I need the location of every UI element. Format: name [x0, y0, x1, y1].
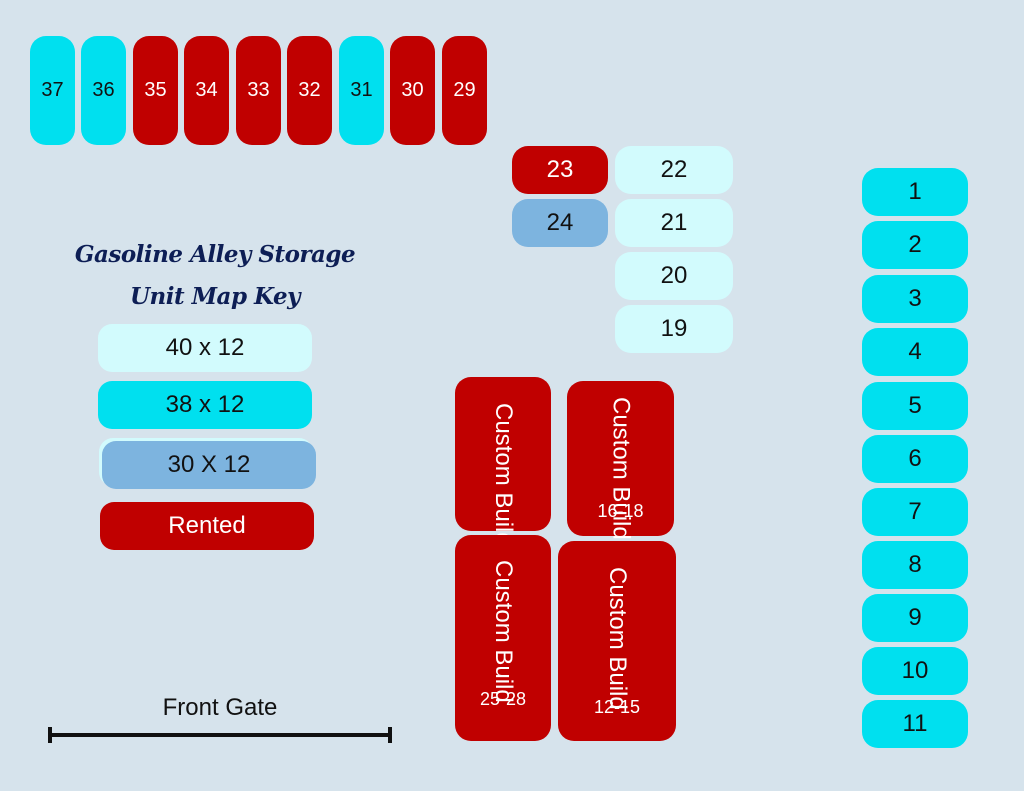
unit-35[interactable]: 35	[133, 36, 178, 145]
unit-20[interactable]: 20	[615, 252, 733, 300]
key-rented: Rented	[100, 502, 314, 550]
unit-9[interactable]: 9	[862, 594, 968, 642]
unit-23[interactable]: 23	[512, 146, 608, 194]
unit-7[interactable]: 7	[862, 488, 968, 536]
custom-build-12-15[interactable]: Custom Build 12-15	[558, 541, 676, 741]
unit-6[interactable]: 6	[862, 435, 968, 483]
unit-37[interactable]: 37	[30, 36, 75, 145]
unit-21[interactable]: 21	[615, 199, 733, 247]
unit-3[interactable]: 3	[862, 275, 968, 323]
custom-build-label: Custom Build	[604, 567, 631, 710]
unit-1[interactable]: 1	[862, 168, 968, 216]
custom-build-range: 12-15	[593, 697, 641, 717]
unit-30[interactable]: 30	[390, 36, 435, 145]
unit-5[interactable]: 5	[862, 382, 968, 430]
gate-right-tick	[388, 727, 392, 743]
unit-32[interactable]: 32	[287, 36, 332, 145]
front-gate-line	[48, 727, 392, 743]
map-title-line2: Unit Map Key	[129, 283, 301, 310]
unit-11[interactable]: 11	[862, 700, 968, 748]
unit-24[interactable]: 24	[512, 199, 608, 247]
map-title-line1: Gasoline Alley Storage	[74, 241, 356, 268]
unit-33[interactable]: 33	[236, 36, 281, 145]
custom-build-25-28[interactable]: Custom Build 25-28	[455, 535, 551, 741]
custom-build-label: Custom Build	[490, 560, 517, 703]
unit-2[interactable]: 2	[862, 221, 968, 269]
unit-22[interactable]: 22	[615, 146, 733, 194]
custom-build-range: 25-28	[479, 689, 527, 709]
unit-10[interactable]: 10	[862, 647, 968, 695]
unit-19[interactable]: 19	[615, 305, 733, 353]
key-38x12: 38 x 12	[98, 381, 312, 429]
front-gate-label: Front Gate	[162, 694, 278, 721]
custom-build-16-18[interactable]: Custom Build 16-18	[567, 381, 674, 540]
unit-34[interactable]: 34	[184, 36, 229, 145]
custom-build-1[interactable]: Custom Build	[455, 377, 551, 546]
gate-left-tick	[48, 727, 52, 743]
unit-4[interactable]: 4	[862, 328, 968, 376]
custom-build-range: 16-18	[597, 501, 644, 521]
custom-build-label: Custom Build	[607, 397, 635, 540]
unit-29[interactable]: 29	[442, 36, 487, 145]
unit-8[interactable]: 8	[862, 541, 968, 589]
unit-36[interactable]: 36	[81, 36, 126, 145]
key-30x12: 30 X 12	[102, 441, 316, 489]
unit-31[interactable]: 31	[339, 36, 384, 145]
custom-build-label: Custom Build	[490, 403, 517, 546]
key-40x12: 40 x 12	[98, 324, 312, 372]
